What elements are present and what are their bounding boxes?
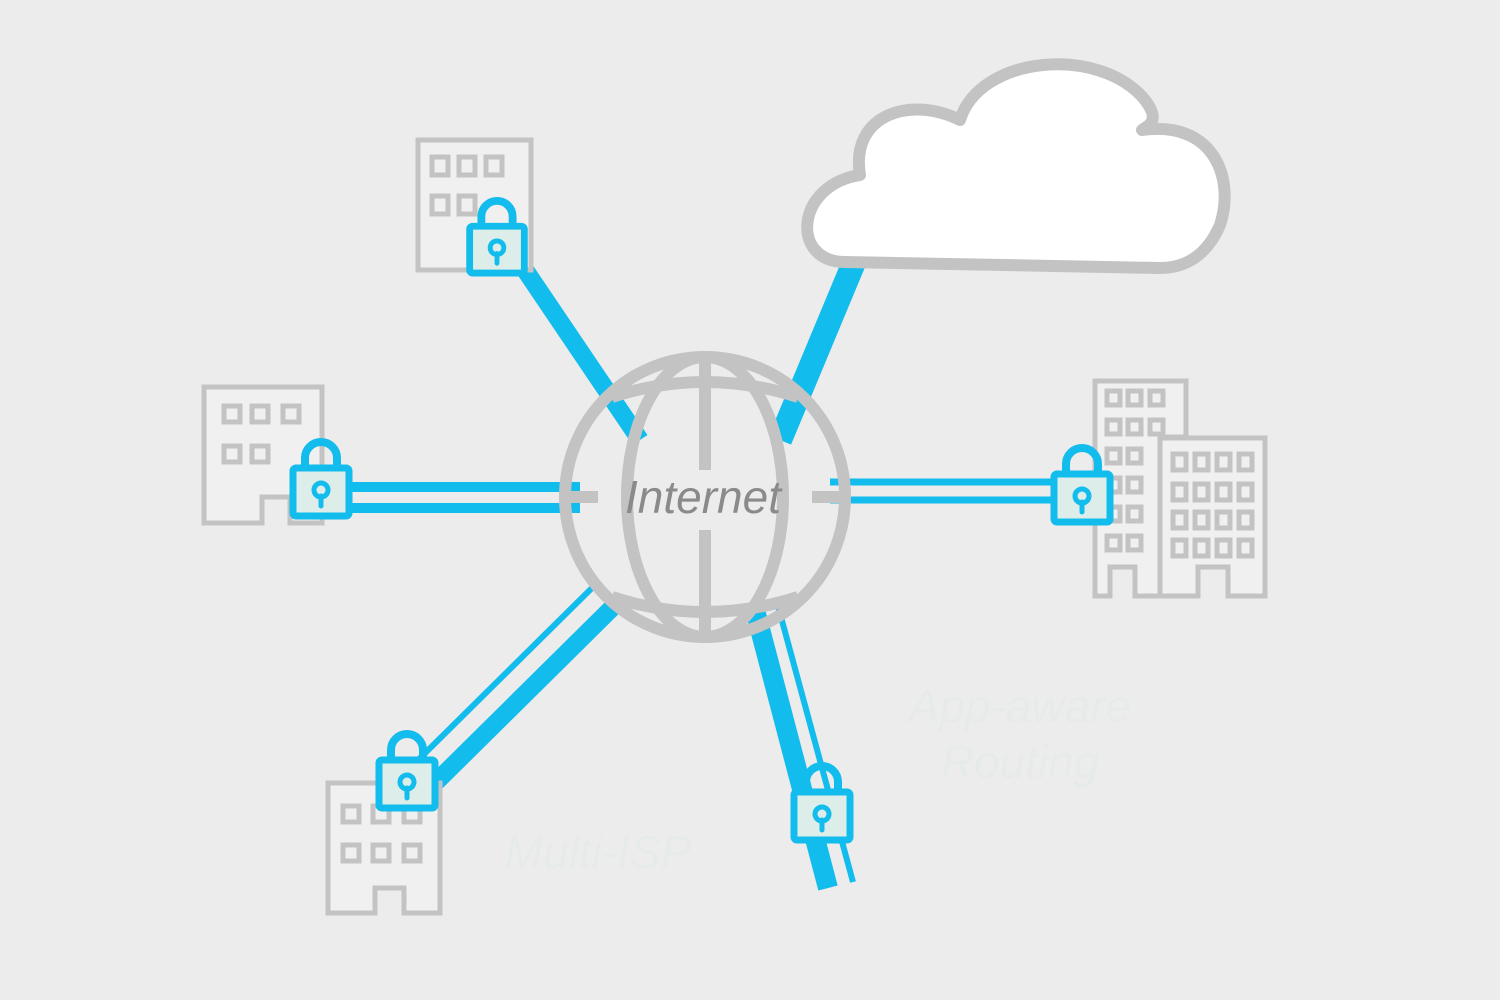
link-office-bottom-left: [405, 579, 625, 797]
building-icon: [325, 780, 443, 916]
globe-icon: [559, 351, 851, 643]
link-office-left: [340, 482, 580, 513]
cloud-icon: [801, 58, 1231, 274]
app-aware-routing-label-line1: App-aware: [906, 680, 1131, 732]
multi-isp-label: Multi-ISP: [505, 826, 692, 878]
padlock-icon: [379, 734, 435, 808]
globe-label: Internet: [625, 471, 783, 523]
link-office-top: [507, 249, 648, 446]
link-cloud: [768, 255, 867, 445]
link-campus-right: [830, 478, 1070, 504]
app-aware-routing-label-line2: Routing: [941, 736, 1100, 788]
link-bottom: [745, 605, 856, 891]
campus-buildings-icon: [1092, 378, 1268, 599]
